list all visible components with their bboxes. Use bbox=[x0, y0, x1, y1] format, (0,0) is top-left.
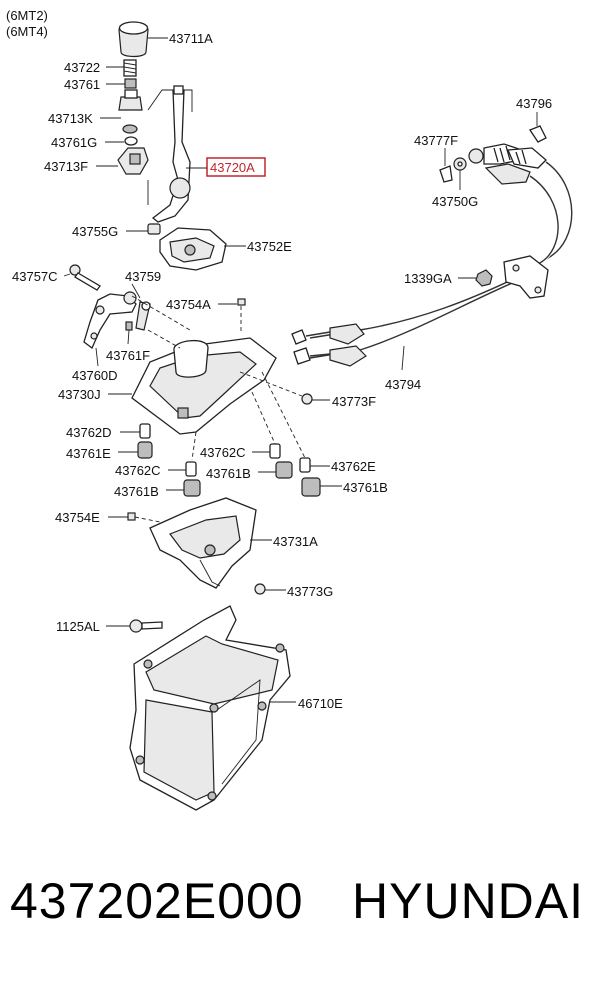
shift-base-43730J[interactable] bbox=[131, 337, 277, 435]
label-43761: 43761 bbox=[64, 77, 100, 92]
label-43761F: 43761F bbox=[106, 348, 150, 363]
label-43759: 43759 bbox=[125, 269, 161, 284]
clip-43796[interactable] bbox=[529, 125, 547, 143]
label-43761B-b: 43761B bbox=[206, 466, 251, 481]
label-46710E: 46710E bbox=[298, 696, 343, 711]
bush-43761B-a[interactable] bbox=[183, 479, 201, 497]
shift-lever-43720A[interactable] bbox=[151, 85, 191, 223]
label-43722: 43722 bbox=[64, 60, 100, 75]
label-43760D: 43760D bbox=[72, 368, 118, 383]
bush-43762C-b[interactable] bbox=[269, 443, 281, 459]
frame-46710E[interactable] bbox=[129, 605, 291, 811]
nut-part[interactable] bbox=[124, 78, 137, 89]
label-43730J: 43730J bbox=[58, 387, 101, 402]
label-43755G: 43755G bbox=[72, 224, 118, 239]
bush-43762C-a[interactable] bbox=[185, 461, 197, 477]
bush-43761B-c[interactable] bbox=[301, 477, 321, 497]
label-43762E: 43762E bbox=[331, 459, 376, 474]
label-43750G: 43750G bbox=[432, 194, 478, 209]
label-43761G: 43761G bbox=[51, 135, 97, 150]
label-43754A: 43754A bbox=[166, 297, 211, 312]
bush-43761E[interactable] bbox=[137, 441, 153, 459]
label-43761E: 43761E bbox=[66, 446, 111, 461]
label-43713K: 43713K bbox=[48, 111, 93, 126]
brand-name: HYUNDAI bbox=[352, 873, 585, 929]
highlight-box bbox=[206, 157, 266, 177]
boot-retainer[interactable] bbox=[118, 89, 143, 111]
label-43711A: 43711A bbox=[169, 31, 213, 46]
label-43796: 43796 bbox=[516, 96, 552, 111]
label-43773F: 43773F bbox=[332, 394, 376, 409]
bush-43762E[interactable] bbox=[299, 457, 311, 473]
label-43754E: 43754E bbox=[55, 510, 100, 525]
label-43761B-c: 43761B bbox=[343, 480, 388, 495]
lever-housing-43752E[interactable] bbox=[159, 227, 227, 271]
bolt-1125AL[interactable] bbox=[129, 619, 163, 633]
clip-43761F[interactable] bbox=[125, 321, 133, 331]
spring-part[interactable] bbox=[123, 59, 137, 77]
bracket-43731A[interactable] bbox=[149, 497, 257, 589]
select-lever-43760D[interactable] bbox=[83, 291, 137, 350]
label-43762C-b: 43762C bbox=[200, 445, 246, 460]
part-number: 437202E000 bbox=[10, 873, 304, 929]
label-43757C: 43757C bbox=[12, 269, 58, 284]
label-43720A[interactable]: 43720A bbox=[210, 160, 255, 175]
nut-43773G[interactable] bbox=[254, 583, 266, 595]
label-1125AL: 1125AL bbox=[56, 619, 100, 634]
screw-43754E[interactable] bbox=[127, 512, 161, 523]
footer: 437202E000 HYUNDAI bbox=[0, 872, 600, 952]
washer-43750G[interactable] bbox=[453, 157, 467, 171]
cable-end-upper[interactable] bbox=[468, 143, 547, 185]
label-43777F: 43777F bbox=[414, 133, 458, 148]
label-43731A: 43731A bbox=[273, 534, 318, 549]
variant-label-6mt2: (6MT2) bbox=[6, 8, 48, 23]
label-1339GA: 1339GA bbox=[404, 271, 452, 286]
label-43713F: 43713F bbox=[44, 159, 88, 174]
clip-43777F[interactable] bbox=[439, 165, 453, 183]
label-43761B-a: 43761B bbox=[114, 484, 159, 499]
shift-knob[interactable] bbox=[118, 21, 149, 58]
cable-43794[interactable] bbox=[291, 160, 574, 367]
washer-part[interactable] bbox=[122, 124, 138, 134]
label-43762C-a: 43762C bbox=[115, 463, 161, 478]
label-43773G: 43773G bbox=[287, 584, 333, 599]
pin-43759[interactable] bbox=[135, 301, 151, 331]
nut-43773F[interactable] bbox=[301, 393, 313, 405]
bush-43761B-b[interactable] bbox=[275, 461, 293, 479]
label-43794: 43794 bbox=[385, 377, 421, 392]
label-43762D: 43762D bbox=[66, 425, 112, 440]
label-43752E: 43752E bbox=[247, 239, 292, 254]
bolt-43757C[interactable] bbox=[69, 264, 101, 291]
ring-part[interactable] bbox=[124, 136, 138, 146]
nut-1339GA[interactable] bbox=[475, 269, 493, 287]
screw-43754A[interactable] bbox=[237, 298, 246, 332]
bush-43762D[interactable] bbox=[139, 423, 151, 439]
shift-lever-bracket[interactable] bbox=[117, 147, 149, 175]
variant-label-6mt4: (6MT4) bbox=[6, 24, 48, 39]
bushing-43755G[interactable] bbox=[147, 223, 161, 235]
